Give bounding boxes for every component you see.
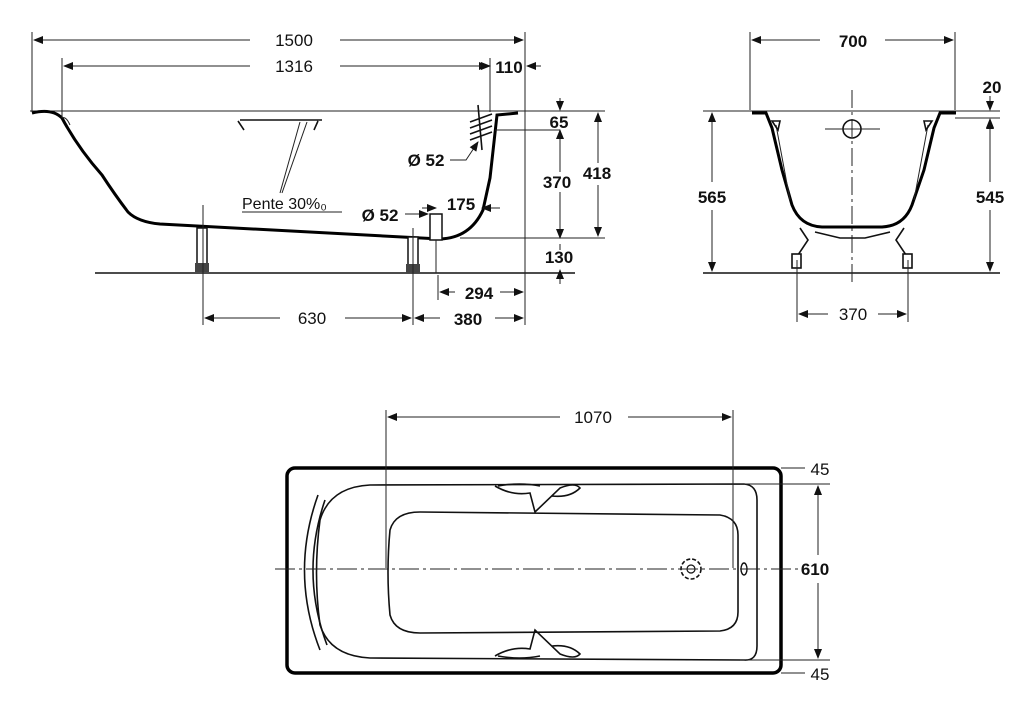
tub-profile: [31, 109, 519, 241]
dim-130: 130: [545, 248, 573, 267]
dim-370-end: 370: [839, 305, 867, 324]
top-floor-outline: [387, 511, 739, 634]
dim-370-side: 370: [543, 173, 571, 192]
dim-630: 630: [298, 309, 326, 328]
dim-175: 175: [447, 195, 475, 214]
dim-610: 610: [801, 560, 829, 579]
overflow-diameter-label: Ø 52: [408, 151, 445, 170]
dim-65: 65: [550, 113, 569, 132]
side-view: 1500 1316 110 65 370 418 130 175 Ø 52 Ø …: [30, 31, 618, 329]
handle-bottom: [494, 628, 582, 659]
dim-20: 20: [983, 78, 1002, 97]
end-view: 700 20 565 545 370: [698, 32, 1004, 324]
tub-inner-profile: [61, 117, 71, 126]
dim-1070: 1070: [574, 408, 612, 427]
top-backrest: [303, 494, 328, 651]
slope-note: Pente 30%₀: [242, 196, 327, 213]
end-tub-profile: [752, 111, 956, 229]
dim-1316: 1316: [275, 57, 313, 76]
drain-pipe: [429, 213, 443, 241]
armrest: [237, 119, 322, 131]
dim-45-bottom: 45: [811, 665, 830, 684]
top-inner-outline: [315, 483, 758, 661]
leg-left: [195, 227, 209, 272]
dim-700: 700: [839, 32, 867, 51]
overflow-fitting: [469, 104, 493, 151]
drain-diameter-label: Ø 52: [362, 206, 399, 225]
dim-418: 418: [583, 164, 611, 183]
dim-110: 110: [495, 58, 522, 77]
dim-1500: 1500: [275, 31, 313, 50]
top-outer-rim: [285, 466, 783, 675]
dim-294: 294: [465, 284, 494, 303]
dim-565: 565: [698, 188, 726, 207]
dim-545: 545: [976, 188, 1004, 207]
slope-leader-1: [279, 121, 301, 194]
slope-leader-2: [281, 121, 308, 194]
top-view: 1070 45 610 45: [275, 408, 830, 684]
handle-top: [494, 483, 582, 514]
dim-45-top: 45: [811, 460, 830, 479]
dim-380: 380: [454, 310, 482, 329]
